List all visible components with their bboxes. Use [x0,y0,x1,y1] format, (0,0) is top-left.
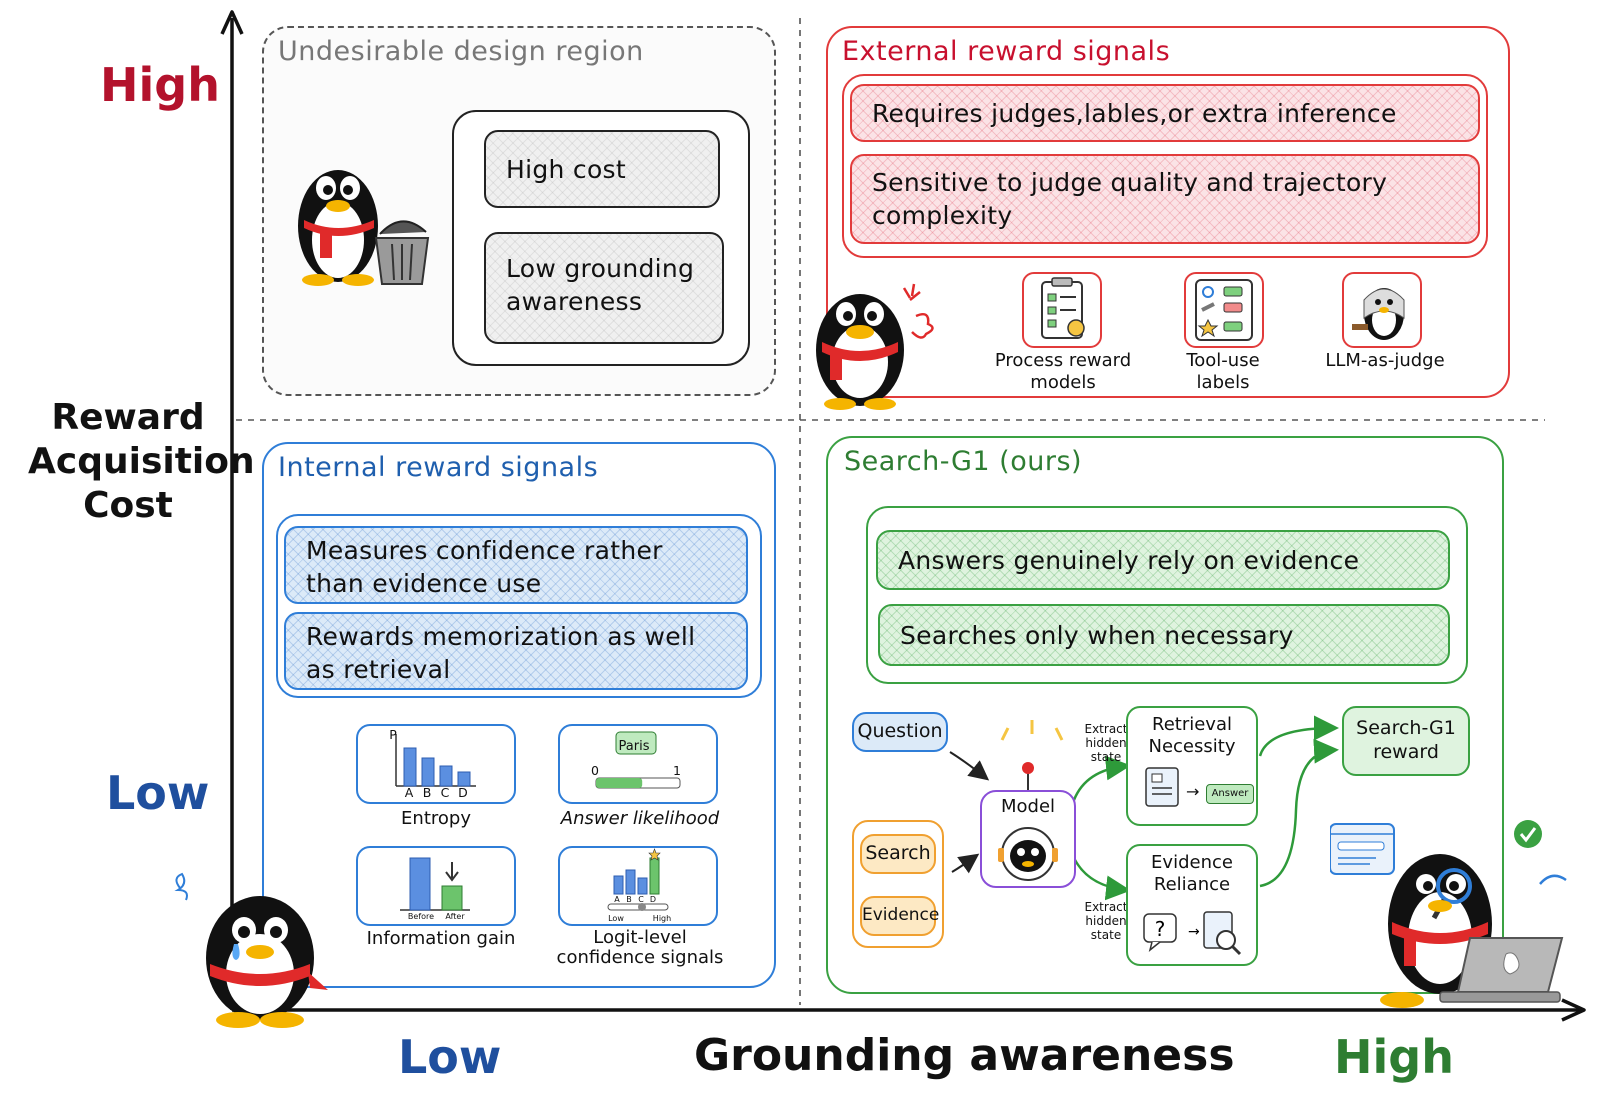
external-item-judges: Requires judges,lables,or extra inferenc… [850,84,1480,142]
logit-tick-b: B [626,895,632,904]
svg-text:?: ? [1155,917,1166,941]
info-gain-after: After [445,912,465,921]
logit-slider-low: Low [608,914,624,923]
entropy-tick-d: D [458,785,468,800]
happy-penguin-laptop-icon [1330,820,1567,1008]
y-axis-high-label: High [100,58,220,112]
flow-arrows [949,715,1339,901]
x-axis-high-label: High [1334,1030,1454,1084]
checklist-icon [1041,277,1085,339]
extract-label-bottom: Extract hidden state [1084,900,1128,942]
logit-tick-d: D [649,895,657,904]
internal-item-confidence: Measures confidence rather than evidence… [284,526,748,604]
logit-card [558,846,718,926]
search-g1-item-necessary: Searches only when necessary [878,604,1450,666]
sad-penguin-icon [174,872,328,1028]
penguin-trash-icon [298,170,430,286]
undesirable-region-title: Undesirable design region [278,36,644,67]
high-cost-item: High cost [484,130,720,208]
answer-tag: Answer [1206,784,1254,804]
llm-judge-label: LLM-as-judge [1325,350,1445,371]
low-grounding-item: Low grounding awareness [484,232,724,344]
logit-icon [607,848,669,911]
entropy-tick-a: A [404,785,414,800]
answer-likelihood-card [558,724,718,804]
external-region-title: External reward signals [842,36,1171,67]
information-gain-card [356,846,516,926]
search-evidence-frame [852,820,944,948]
retrieval-necessity-label: Retrieval Necessity [1148,714,1236,757]
angry-penguin-icon [816,283,934,410]
arrow-glyph-1: → [1186,782,1200,801]
tool-use-label: Tool-use labels [1186,350,1260,393]
evidence-reliance-label: Evidence Reliance [1151,852,1233,895]
document-icon [1145,767,1179,807]
x-axis-low-label: Low [398,1030,502,1084]
entropy-card [356,724,516,804]
llm-judge-card [1342,272,1422,348]
x-axis-title: Grounding awareness [694,1030,1235,1081]
search-g1-region-title: Search-G1 (ours) [844,446,1083,477]
tool-labels-icon [1195,279,1253,341]
entropy-bar-icon [395,734,476,787]
external-items-frame [842,74,1488,258]
model-label: Model [1000,796,1056,817]
tool-use-card [1184,272,1264,348]
judge-penguin-icon [1352,288,1405,340]
external-item-sensitive: Sensitive to judge quality and trajector… [850,154,1480,244]
question-node: Question [852,712,948,752]
logit-tick-c: C [638,895,644,904]
logit-slider-high: High [652,914,672,923]
entropy-tick-c: C [440,785,450,800]
search-g1-reward-node: Search-G1 reward [1342,706,1470,776]
logit-label: Logit-level confidence signals [556,927,724,968]
information-gain-label: Information gain [366,928,516,949]
process-reward-card [1022,272,1102,348]
svg-text:→: → [1188,924,1200,940]
question-to-doc-icon: ? → [1143,911,1242,956]
internal-region-title: Internal reward signals [278,452,599,483]
x-axis-arrow [1561,998,1586,1022]
search-g1-item-evidence: Answers genuinely rely on evidence [876,530,1450,590]
y-axis-title: Reward Acquisition Cost [28,397,255,526]
answer-likelihood-label: Answer likelihood [560,808,720,829]
y-axis-low-label: Low [106,766,210,820]
robot-icon [998,762,1058,881]
likelihood-icon [595,731,681,789]
logit-tick-a: A [614,895,620,904]
internal-items-frame [276,514,762,698]
entropy-label: Entropy [401,808,471,829]
internal-item-memorization: Rewards memorization as well as retrieva… [284,612,748,690]
extract-label-top: Extract hidden state [1084,722,1128,764]
process-reward-label: Process reward models [994,350,1132,393]
likelihood-tag: Paris [618,739,650,754]
y-axis-arrow [220,10,244,35]
entropy-tick-b: B [422,785,432,800]
info-gain-before: Before [407,912,435,921]
entropy-axis-label: P [389,727,397,742]
evidence-node: Evidence [860,896,939,936]
evidence-reliance-node [1126,844,1258,966]
info-gain-icon [400,857,470,911]
search-node: Search [860,834,936,874]
likelihood-max: 1 [673,763,681,778]
search-g1-items-frame [866,506,1468,684]
likelihood-min: 0 [591,763,599,778]
